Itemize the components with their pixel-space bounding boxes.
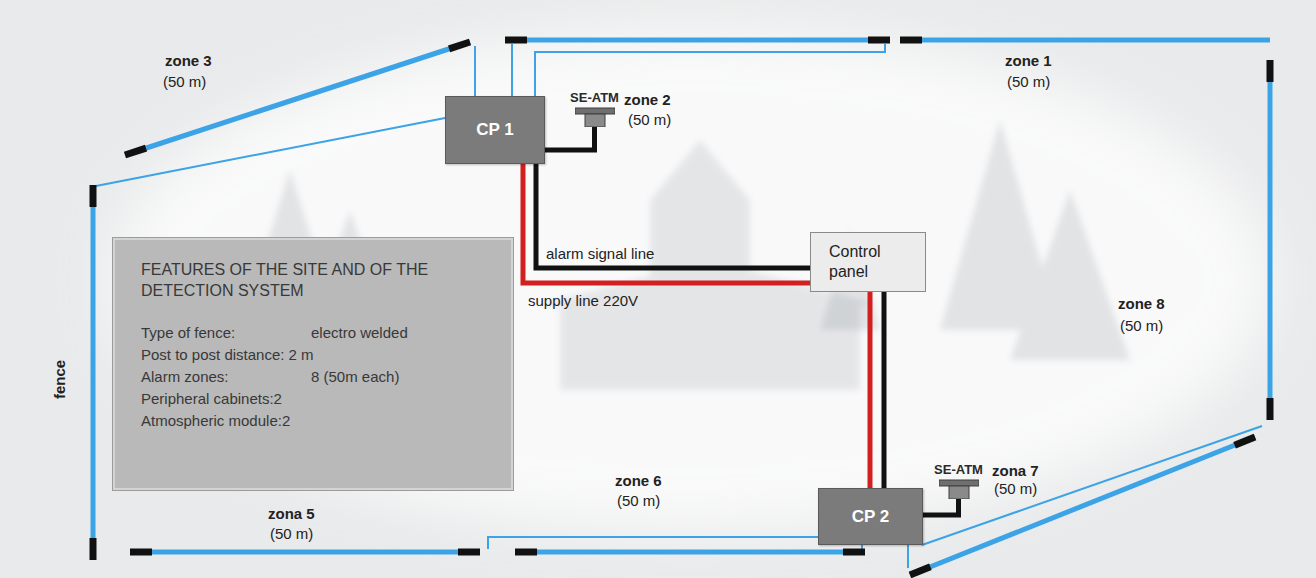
alarm-signal-line [882, 292, 887, 488]
cabinet-name: CP 1 [476, 120, 514, 140]
zone-length: (50 m) [163, 73, 206, 90]
module-name: SE-ATM [934, 462, 983, 477]
features-row-text: Alarm zones: [141, 368, 311, 385]
zone-length: (50 m) [617, 492, 660, 509]
module-name: SE-ATM [570, 90, 619, 105]
sensor-body [585, 114, 605, 127]
zone-end-markers [93, 40, 1270, 575]
snow-glow [110, 30, 1270, 530]
module-line [545, 127, 595, 150]
zone-name: zone 8 [1118, 295, 1165, 312]
zone-name: zone 6 [615, 472, 662, 489]
features-heading: FEATURES OF THE SITE AND OF THE DETECTIO… [141, 260, 461, 302]
supply-line [868, 292, 873, 488]
control-panel: Control panel [810, 232, 926, 292]
zone-cables [96, 44, 1262, 568]
peripheral-cabinet: CP 1 [445, 96, 545, 164]
alarm-signal-line [536, 164, 810, 268]
zone-name: zona 7 [992, 462, 1039, 479]
features-row-text: electro welded [311, 324, 485, 341]
features-box: FEATURES OF THE SITE AND OF THE DETECTIO… [113, 238, 513, 490]
sensor-plate [939, 480, 979, 486]
atmospheric-module: SE-ATM [930, 462, 987, 499]
features-row-text: Atmospheric module:2 [141, 412, 485, 429]
line-label: alarm signal line [546, 245, 654, 262]
supply-line [523, 164, 810, 283]
fence-label: fence [51, 360, 68, 399]
features-row-text: Peripheral cabinets:2 [141, 390, 485, 407]
zone-name: zone 1 [1005, 52, 1052, 69]
features-row-text: Post to post distance: 2 m [141, 346, 485, 363]
fence-sensor-cables [93, 40, 1270, 575]
atmospheric-module: SE-ATM [566, 90, 623, 127]
line-label: supply line 220V [528, 292, 638, 309]
zone-name: zone 3 [165, 52, 212, 69]
cabinet-name: CP 2 [852, 507, 890, 527]
peripheral-cabinet: CP 2 [818, 488, 923, 545]
features-row-text: 8 (50m each) [311, 368, 485, 385]
zone-name: zone 2 [624, 91, 671, 108]
sensor-body [949, 486, 969, 499]
module-line [923, 499, 959, 515]
features-table: Type of fence:electro weldedPost to post… [141, 324, 485, 429]
zone-name: zona 5 [268, 505, 315, 522]
zone-length: (50 m) [628, 111, 671, 128]
zone-length: (50 m) [994, 480, 1037, 497]
features-row-text: Type of fence: [141, 324, 311, 341]
sensor-plate [575, 108, 615, 114]
zone-length: (50 m) [270, 525, 313, 542]
zone-length: (50 m) [1120, 317, 1163, 334]
atmospheric-sensor-symbol [575, 105, 615, 127]
atmospheric-sensor-symbol [939, 477, 979, 499]
panel-name: Control panel [829, 242, 913, 282]
zone-length: (50 m) [1007, 73, 1050, 90]
